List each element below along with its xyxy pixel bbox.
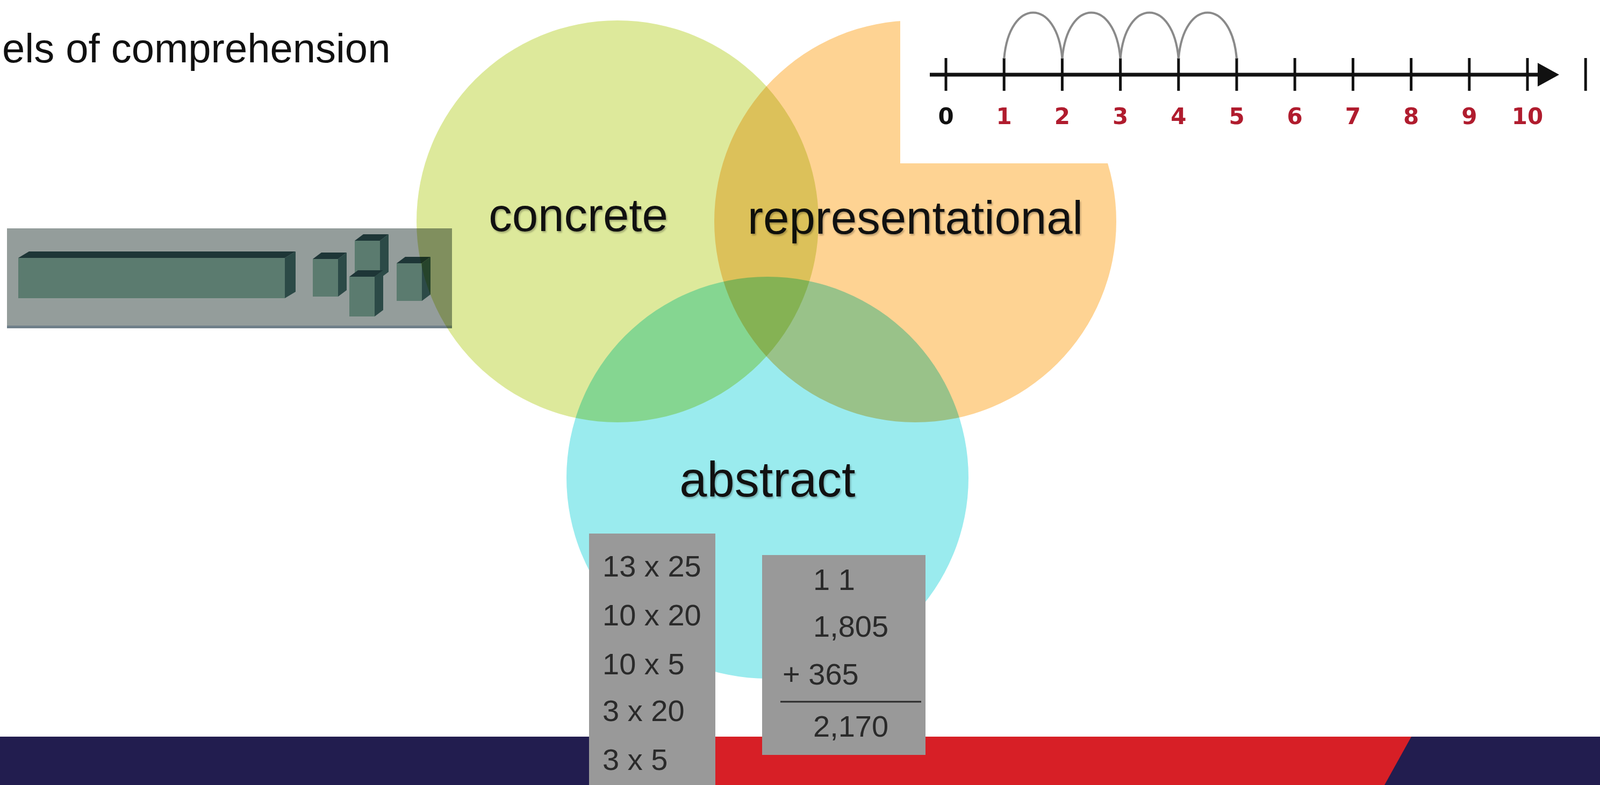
math-line: 10 x 20 (602, 600, 702, 631)
sum-line (780, 701, 922, 703)
unit-cubes (312, 234, 431, 317)
tick-mark (1409, 58, 1413, 91)
number-label: 7 (1345, 105, 1361, 128)
number-label: 10 (1511, 105, 1544, 128)
jump-arc (1178, 12, 1237, 60)
axis-arrow (1537, 62, 1560, 87)
rod-side (284, 251, 296, 299)
jump-arc (1062, 12, 1121, 60)
tick-mark (1177, 58, 1180, 91)
slide-title: els of comprehension (2, 27, 391, 69)
level-name: abstract (679, 454, 856, 505)
tick-mark (1293, 58, 1297, 91)
multiplication-box: 13 x 25 10 x 20 10 x 5 3 x 20 3 x 5 (589, 533, 716, 785)
number-label: 8 (1403, 105, 1419, 128)
tick-mark (1351, 58, 1355, 91)
math-line: 2,170 (813, 711, 889, 742)
number-label: 9 (1461, 105, 1477, 128)
number-label: 6 (1287, 105, 1303, 128)
rod-top (18, 251, 296, 258)
jump-arc (1120, 12, 1179, 60)
rod-front (18, 257, 285, 299)
math-line: 3 x 20 (602, 696, 685, 727)
tick-mark (1118, 58, 1122, 91)
tick-mark (1526, 58, 1530, 91)
math-line: 1,805 (813, 611, 889, 642)
tick-mark (1584, 58, 1588, 91)
blocks-edge (6, 325, 452, 329)
math-line: 1 1 (813, 564, 856, 595)
tick-mark (1467, 58, 1471, 91)
blocks-background (6, 228, 452, 329)
number-label: 5 (1228, 105, 1245, 128)
addition-box: 1 1 1,805 + 365 2,170 (762, 555, 926, 756)
number-label: 3 (1112, 105, 1129, 128)
math-line: 10 x 5 (602, 649, 685, 680)
math-line: 13 x 25 (602, 551, 702, 582)
tick-mark (1235, 58, 1239, 91)
number-label: 4 (1170, 105, 1187, 128)
math-line: 3 x 5 (602, 744, 668, 776)
level-name: representational (747, 194, 1083, 241)
level-name: concrete (488, 191, 669, 239)
math-line: + 365 (782, 659, 859, 690)
